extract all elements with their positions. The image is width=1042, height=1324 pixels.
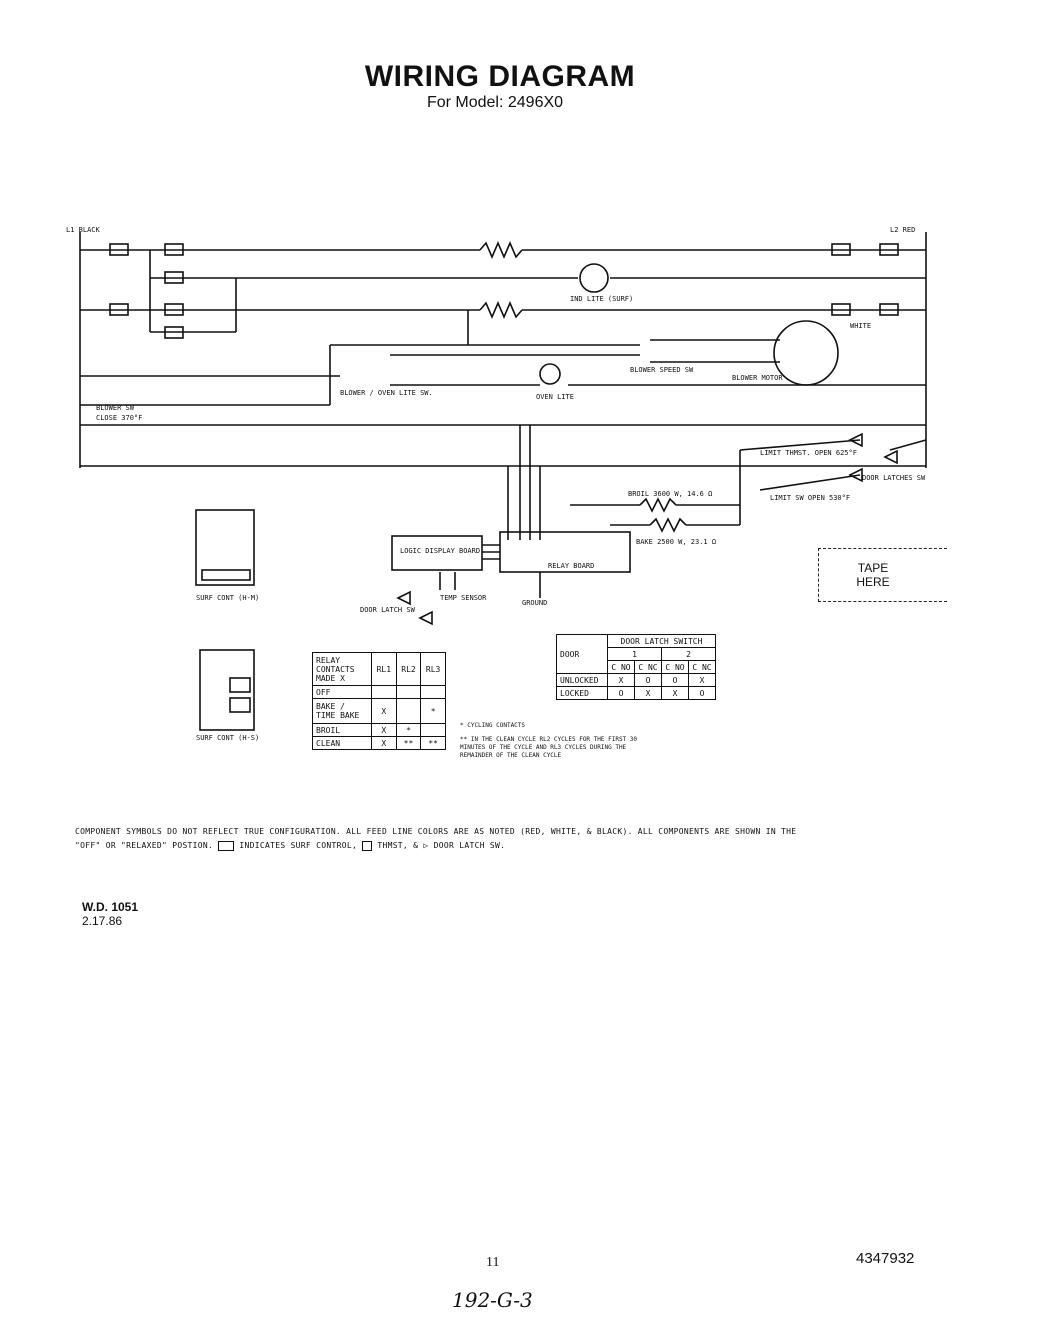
logic-board-label: LOGIC DISPLAY BOARD: [400, 547, 480, 555]
table-row: OFF: [312, 685, 446, 699]
door-latches-sw-label: DOOR LATCHES SW: [862, 474, 926, 482]
tape-here-box: [818, 548, 947, 602]
page-title: WIRING DIAGRAM: [364, 60, 636, 93]
ind-lite-label: IND LITE (SURF): [570, 295, 633, 303]
temp-sensor-label: TEMP SENSOR: [440, 594, 487, 602]
l2-red-label: L2 RED: [890, 226, 915, 234]
close-temp-label: CLOSE 370°F: [96, 414, 142, 422]
ground-label: GROUND: [522, 599, 547, 607]
surf-cont-1-label: SURF CONT (H-M): [196, 594, 259, 602]
door-latch-switch-table: DOOR DOOR LATCH SWITCH 1 2 C NO C NC C N…: [556, 634, 716, 700]
blower-sw-label: BLOWER SW: [96, 404, 135, 412]
footnotes: * CYCLING CONTACTS ** IN THE CLEAN CYCLE…: [460, 722, 638, 759]
logic-display-board-box: [391, 535, 483, 571]
white-label: WHITE: [850, 322, 871, 330]
bake-element: [649, 517, 687, 533]
blower-motor-label: BLOWER MOTOR: [732, 374, 783, 382]
surf-control-symbol-icon: [218, 840, 235, 851]
door-latch-label: DOOR LATCH SW: [360, 606, 416, 614]
table-row: BROIL X *: [312, 723, 446, 737]
broil-element: [639, 497, 677, 513]
blower-motor-circle: [773, 320, 839, 386]
blower-speed-sw-label: BLOWER SPEED SW: [630, 366, 694, 374]
door-latch-symbol-1: [848, 432, 863, 448]
page-number: 11: [486, 1255, 500, 1270]
table-row: CLEAN X ** **: [312, 736, 446, 750]
door-latch-symbol-icon: ▷: [423, 841, 429, 850]
surf-control-2: [199, 649, 255, 731]
component-note: COMPONENT SYMBOLS DO NOT REFLECT TRUE CO…: [75, 827, 797, 851]
table-row: 1 2: [557, 647, 716, 661]
switch-box-l1-top: [109, 243, 129, 256]
handwritten-code: 192-G-3: [452, 1288, 533, 1312]
bake-label: BAKE 2500 W, 23.1 Ω: [636, 538, 716, 546]
door-latch-symbol-3: [883, 449, 898, 465]
table-row: UNLOCKED X O O X: [556, 673, 716, 687]
model-subtitle: For Model: 2496X0: [426, 94, 564, 111]
ind-lite-circle: [579, 263, 609, 293]
door-latch-symbol-2: [848, 467, 863, 483]
relay-board-label: RELAY BOARD: [548, 562, 594, 570]
table-row: RELAY CONTACTS MADE X RL1 RL2 RL3: [312, 652, 446, 686]
relay-contacts-table: RELAY CONTACTS MADE X RL1 RL2 RL3 OFF BA…: [312, 652, 446, 750]
table-row: BAKE / TIME BAKE X *: [312, 698, 446, 724]
part-number: 4347932: [856, 1250, 915, 1267]
oven-lite-label: OVEN LITE: [536, 393, 574, 401]
oven-lite-bulb: [539, 363, 561, 385]
broil-element-upper: [479, 300, 523, 320]
tape-here-text: TAPE HERE: [856, 561, 890, 589]
limit-thmst-label: LIMIT THMST. OPEN 625°F: [760, 449, 857, 457]
surf-control-1: [195, 509, 255, 586]
surf-cont-2-label: SURF CONT (H-S): [196, 734, 259, 742]
l1-black-label: L1 BLACK: [66, 226, 101, 234]
wd-block: W.D. 1051 2.17.86: [82, 900, 139, 928]
bake-element-upper: [479, 240, 523, 260]
table-row: DOOR DOOR LATCH SWITCH: [556, 634, 716, 674]
blower-oven-lite-sw-label: BLOWER / OVEN LITE SW.: [340, 389, 433, 397]
thermostat-symbol-icon: [362, 840, 373, 851]
table-row: LOCKED O X X O: [556, 686, 716, 700]
limit-sw-label: LIMIT SW OPEN 530°F: [770, 494, 850, 502]
broil-label: BROIL 3600 W, 14.6 Ω: [628, 490, 712, 498]
